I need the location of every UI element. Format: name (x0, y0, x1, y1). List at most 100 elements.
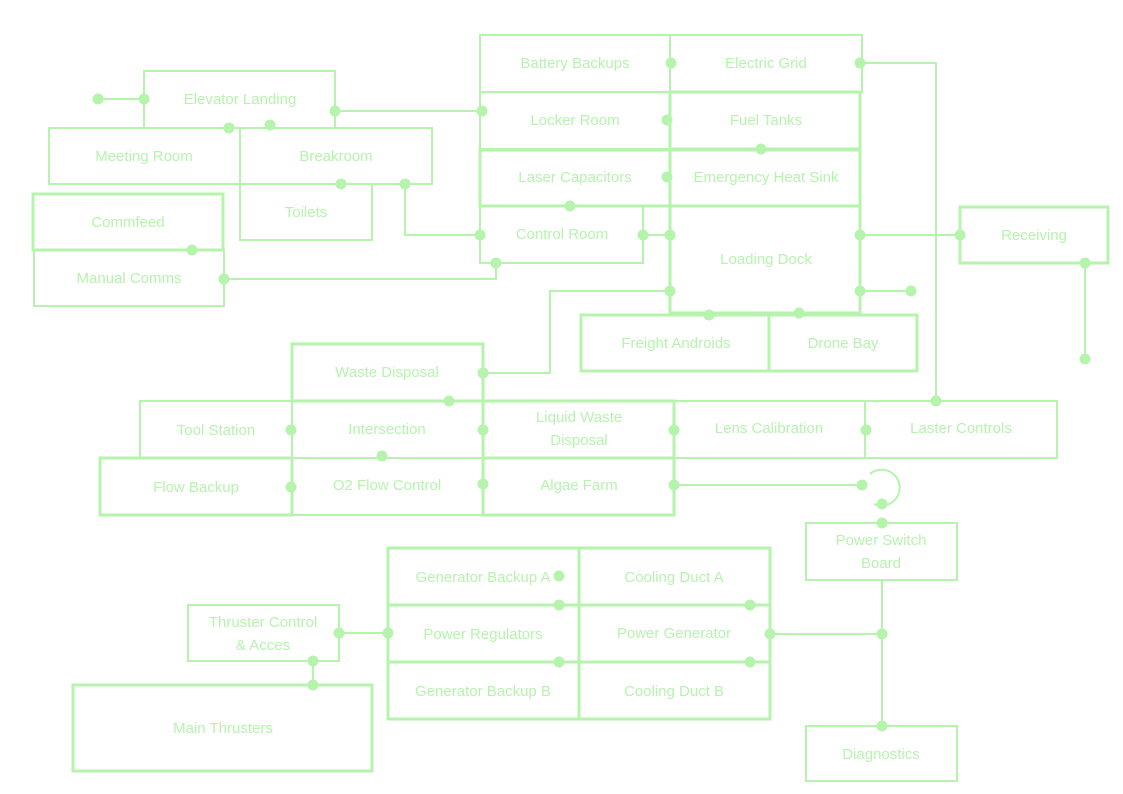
electric-grid-label: Electric Grid (725, 55, 807, 72)
connector-dot (223, 122, 235, 134)
liquid-waste-disposal-label-1: Liquid Waste (536, 409, 622, 426)
connector-dot (876, 498, 888, 510)
flow-backup-label: Flow Backup (153, 479, 239, 496)
connector-dot (553, 599, 565, 611)
main-thrusters-room-box (71, 683, 374, 773)
cooling-duct-a-label: Cooling Duct A (624, 569, 723, 586)
laster-controls-label: Laster Controls (910, 420, 1012, 437)
connector-dot (474, 229, 486, 241)
toilets-label: Toilets (285, 204, 328, 221)
connector-dot (661, 114, 673, 126)
connector-dot (637, 229, 649, 241)
connector-dot (1079, 353, 1091, 365)
connector-dot (665, 57, 677, 69)
elevator-landing-label: Elevator Landing (184, 91, 297, 108)
power-switch-board-label-1: Power Switch (836, 532, 927, 549)
connector-dot (764, 628, 776, 640)
power-switch-board-label-2: Board (861, 555, 901, 572)
generator-backup-a-label: Generator Backup A (415, 569, 550, 586)
emergency-heat-sink-label: Emergency Heat Sink (693, 169, 839, 186)
toilets-room-box (239, 183, 373, 241)
connector-dot (553, 656, 565, 668)
connector-dot (668, 479, 680, 491)
dock-waste-link (483, 290, 670, 374)
drone-bay-room-box (767, 313, 919, 373)
connector-dot (954, 229, 966, 241)
connector-dot (490, 257, 502, 269)
lens-calibration-label: Lens Calibration (715, 420, 823, 437)
breakroom-control-link (404, 184, 480, 236)
drone-bay-label: Drone Bay (808, 335, 879, 352)
laser-capacitors-label: Laser Capacitors (518, 169, 631, 186)
breakroom-label: Breakroom (299, 148, 372, 165)
connector-dot (860, 424, 872, 436)
freight-androids-label: Freight Androids (621, 335, 730, 352)
connector-dot (333, 627, 345, 639)
connector-dot (793, 307, 805, 319)
thruster-control-label-1: Thruster Control (209, 614, 317, 631)
connector-dot (854, 57, 866, 69)
o2-flow-control-label: O2 Flow Control (333, 477, 441, 494)
liquid-waste-disposal-label-2: Disposal (550, 432, 608, 449)
connector-dot (399, 178, 411, 190)
connector-dot (930, 395, 942, 407)
connector-dot (307, 655, 319, 667)
loading-dock-label: Loading Dock (720, 251, 812, 268)
connector-dot (92, 93, 104, 105)
connector-dot (477, 424, 489, 436)
connector-dot (218, 273, 230, 285)
power-regulators-label: Power Regulators (423, 626, 542, 643)
diagnostics-label: Diagnostics (842, 746, 920, 763)
connector-dot (382, 627, 394, 639)
algae-farm-label: Algae Farm (540, 477, 618, 494)
connector-dot (876, 628, 888, 640)
connector-dot (307, 679, 319, 691)
grid-laster-link (862, 62, 937, 401)
loading-dock-room-box (668, 204, 862, 315)
connector-dot (186, 244, 198, 256)
connector-dot (335, 178, 347, 190)
connector-dot (668, 424, 680, 436)
connector-dot (443, 395, 455, 407)
power-generator-label: Power Generator (617, 625, 731, 642)
connector-dot (876, 517, 888, 529)
thruster-control-label-2: & Acces (236, 637, 290, 654)
connector-dot (264, 119, 276, 131)
connector-dot (476, 105, 488, 117)
connector-dot (664, 229, 676, 241)
connector-dot (661, 171, 673, 183)
connector-dot (876, 720, 888, 732)
connector-dot (755, 143, 767, 155)
tool-station-label: Tool Station (177, 422, 255, 439)
locker-room-label: Locker Room (530, 112, 619, 129)
manual-comms-label: Manual Comms (76, 270, 181, 287)
commfeed-label: Commfeed (91, 214, 164, 231)
connector-dot (329, 105, 341, 117)
intersection-label: Intersection (348, 421, 426, 438)
connector-dot (477, 478, 489, 490)
connector-dot (138, 93, 150, 105)
connector-dot (376, 450, 388, 462)
connector-dot (564, 200, 576, 212)
manual-comms-control-link (224, 263, 497, 280)
generator-backup-b-label: Generator Backup B (415, 683, 551, 700)
connector-dot (854, 229, 866, 241)
connector-dot (744, 599, 756, 611)
connector-dot (477, 367, 489, 379)
connector-dot (703, 309, 715, 321)
battery-backups-label: Battery Backups (520, 55, 629, 72)
connector-dot (856, 479, 868, 491)
meeting-room-label: Meeting Room (95, 148, 193, 165)
cooling-duct-b-label: Cooling Duct B (624, 683, 724, 700)
connector-dot (1079, 257, 1091, 269)
cooling-duct-b-room-box (577, 660, 772, 721)
waste-disposal-label: Waste Disposal (335, 364, 439, 381)
connector-dot (285, 481, 297, 493)
main-thrusters-label: Main Thrusters (173, 720, 273, 737)
receiving-label: Receiving (1001, 227, 1067, 244)
connector-dot (744, 656, 756, 668)
fuel-tanks-label: Fuel Tanks (730, 112, 802, 129)
connector-dot (664, 285, 676, 297)
connector-dot (285, 424, 297, 436)
